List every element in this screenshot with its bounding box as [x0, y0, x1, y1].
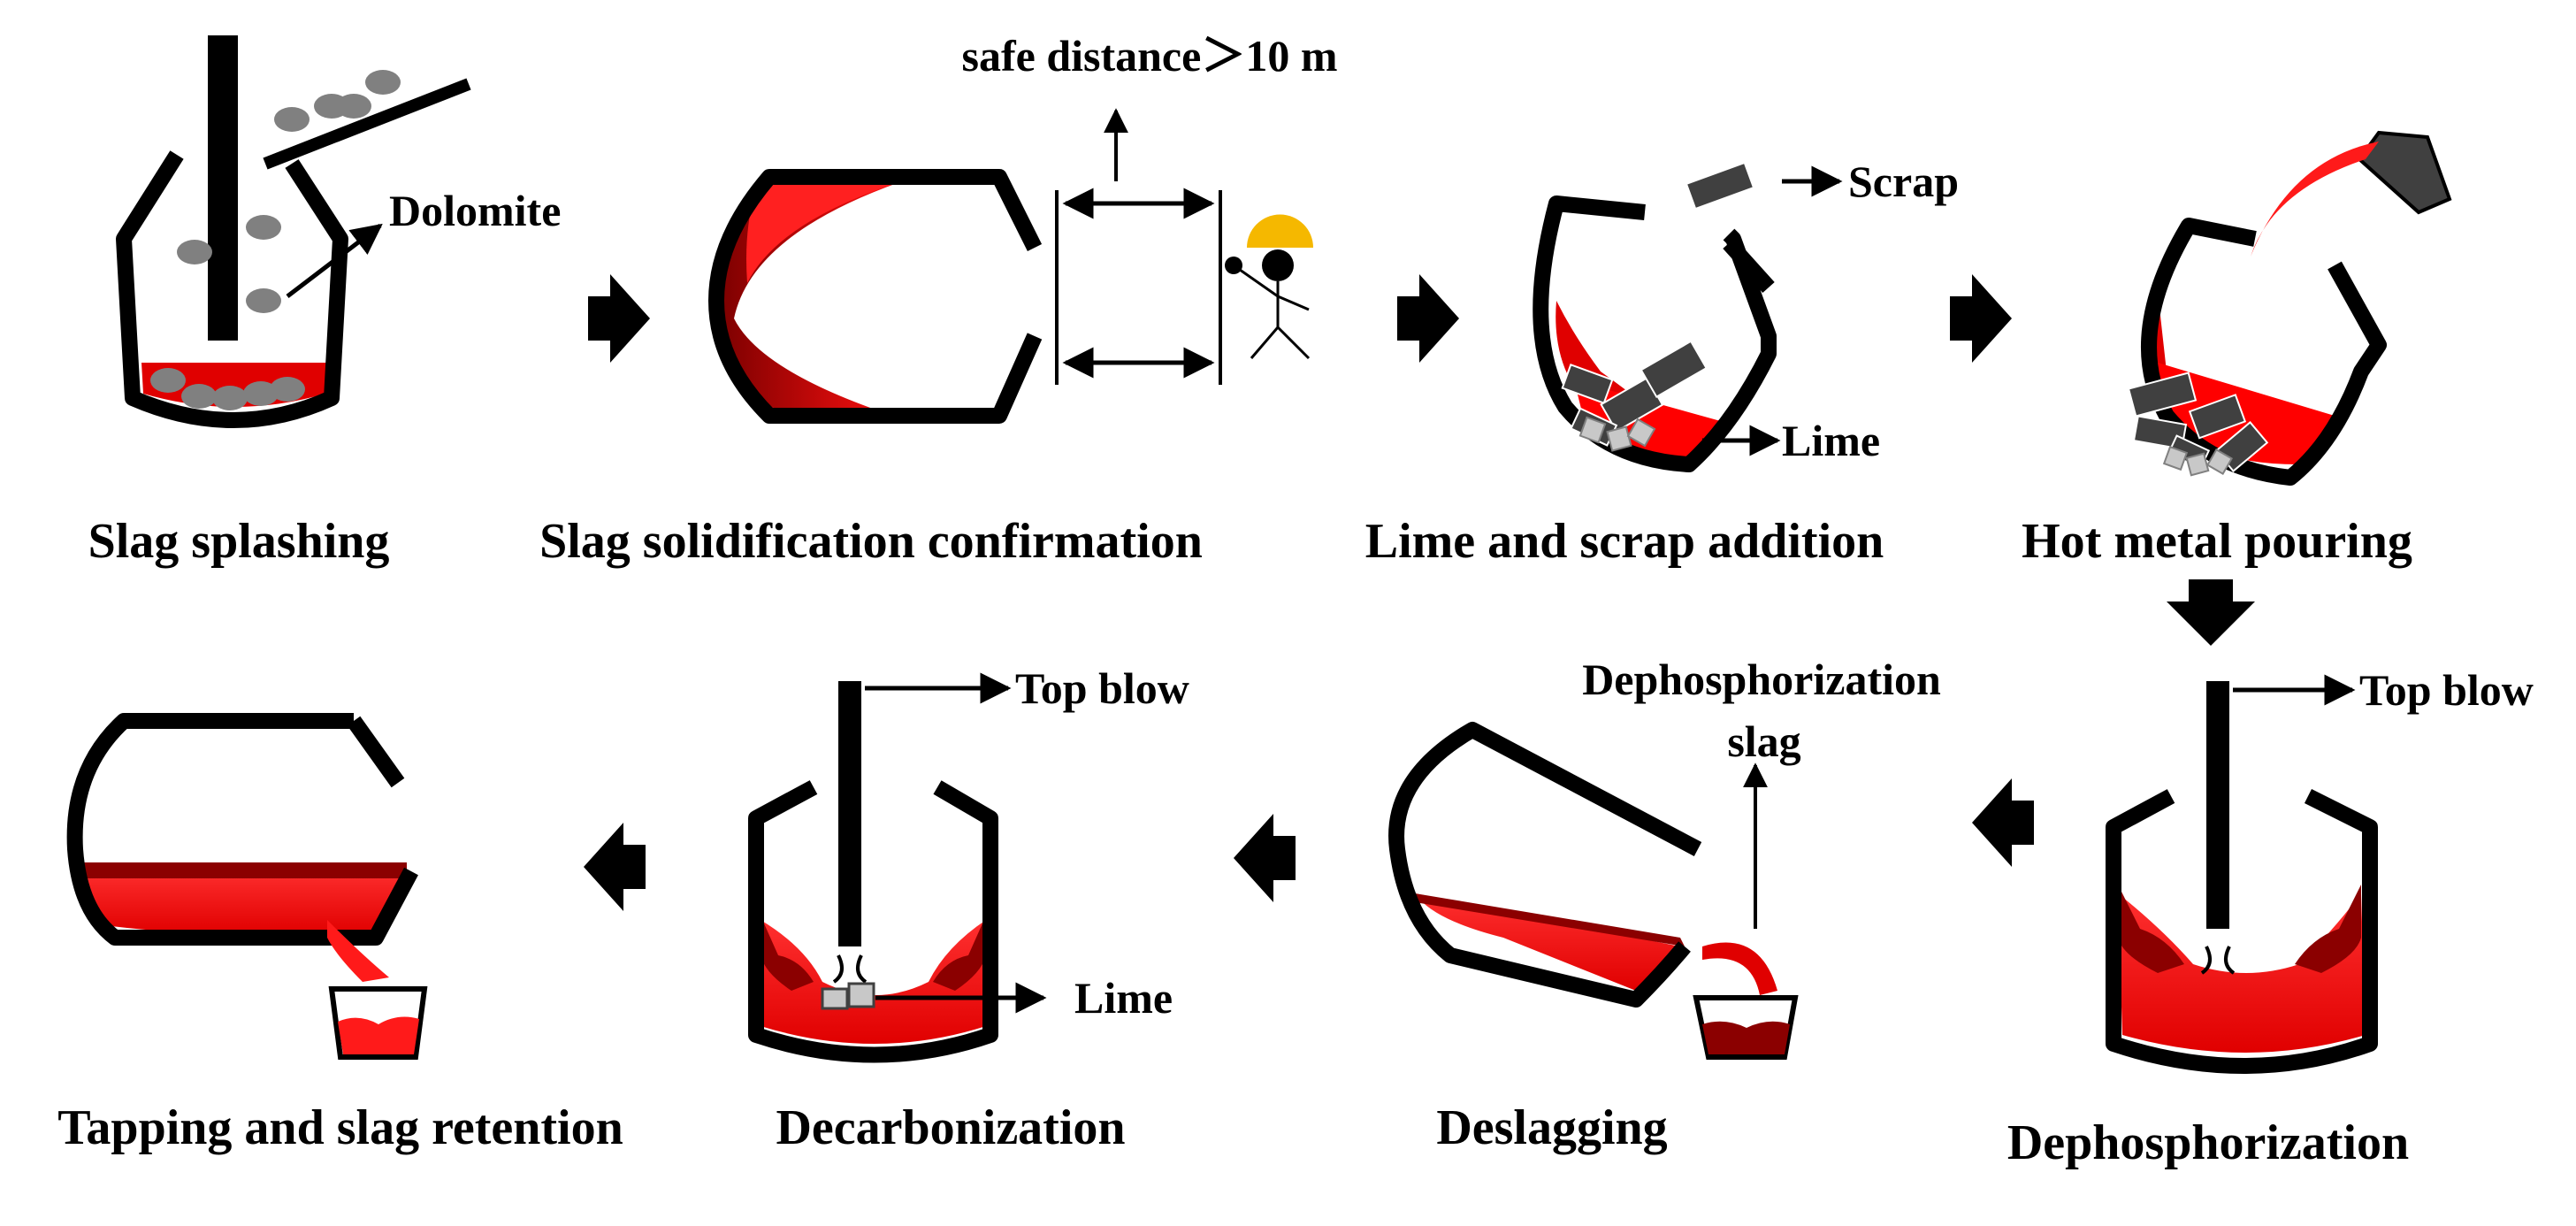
vessel-body	[1388, 722, 1702, 1008]
oxygen-jet	[2200, 946, 2236, 975]
lance	[2206, 681, 2229, 929]
lance	[838, 681, 861, 946]
step-label-slag-solidification: Slag solidification confirmation	[539, 514, 1203, 569]
slag-layer	[2295, 885, 2361, 973]
safe-distance-label: safe distance＞10 m	[962, 31, 1338, 80]
feed-chute	[263, 78, 471, 170]
pour-stream	[1702, 942, 1777, 995]
vessel-body	[2141, 218, 2387, 486]
dolomite-particles	[150, 70, 401, 410]
dephos-slag-label-2: slag	[1727, 716, 1800, 766]
scrap-pieces	[1561, 161, 1755, 447]
flow-arrow-left	[1234, 814, 1296, 902]
steel-ladle-fill	[338, 1016, 419, 1054]
vessel-body	[2106, 788, 2378, 1074]
oxygen-jet	[832, 954, 868, 984]
vessel-body	[66, 713, 418, 946]
slag-layer	[84, 862, 407, 878]
step-label-lime-scrap: Lime and scrap addition	[1365, 514, 1884, 569]
lime-label: Lime	[1074, 973, 1173, 1023]
step-tapping-slag-retention: Tapping and slag retention	[57, 713, 623, 1155]
slag-layer	[2118, 885, 2184, 973]
lime-label: Lime	[1782, 416, 1880, 465]
step-decarbonization: Top blow Lime Decarbonization	[748, 663, 1189, 1155]
top-blow-label: Top blow	[1015, 663, 1189, 713]
flow-arrow	[588, 274, 650, 363]
worker-figure	[1225, 214, 1313, 360]
slag-layer	[761, 916, 814, 991]
lime-pieces	[821, 982, 875, 1010]
lance	[208, 35, 238, 341]
lime-pieces	[2162, 445, 2234, 477]
molten-bath	[761, 920, 986, 1044]
scrap-label: Scrap	[1848, 157, 1959, 206]
step-label-tapping: Tapping and slag retention	[57, 1100, 623, 1155]
molten-bath	[2118, 893, 2366, 1053]
step-label-slag-splashing: Slag splashing	[88, 514, 390, 569]
vessel-body	[748, 780, 998, 1063]
step-slag-splashing: Dolomite Slag splashing	[88, 35, 561, 569]
vessel-body	[708, 169, 1043, 424]
step-label-deslagging: Deslagging	[1436, 1100, 1667, 1155]
slag-layer	[933, 916, 986, 991]
step-slag-solidification: safe distance＞10 m Slag solidification c…	[539, 31, 1337, 569]
top-blow-label: Top blow	[2359, 665, 2534, 715]
dolomite-label: Dolomite	[389, 186, 561, 235]
dephos-slag-label-1: Dephosphorization	[1582, 655, 1941, 704]
step-label-decarbonization: Decarbonization	[776, 1100, 1125, 1155]
step-label-hot-metal: Hot metal pouring	[2022, 514, 2412, 569]
flow-arrow	[1397, 274, 1459, 363]
flow-arrow	[1950, 274, 2012, 363]
step-lime-scrap-addition: Scrap Lime Lime and scrap addition	[1365, 157, 1959, 569]
vessel-body	[116, 150, 348, 428]
step-hot-metal-pouring: Hot metal pouring	[2022, 130, 2452, 569]
helmet-icon	[1247, 214, 1313, 248]
solidified-slag-light	[746, 177, 902, 283]
pour-stream	[2251, 142, 2379, 257]
step-dephosphorization: Top blow Dephosphorization	[2007, 665, 2534, 1170]
step-deslagging: Dephosphorization slag Deslagging	[1388, 655, 1941, 1155]
tap-stream	[327, 920, 389, 982]
vessel-lip	[1723, 237, 1775, 294]
molten-bath	[84, 867, 407, 935]
flow-arrow-left	[584, 823, 646, 911]
slag-pot-fill	[1702, 1021, 1790, 1054]
flow-arrow-left	[1972, 778, 2034, 867]
flow-arrow-down	[2167, 579, 2255, 646]
dolomite-arrow	[286, 223, 383, 298]
lime-pieces	[1578, 416, 1656, 452]
step-label-dephosphorization: Dephosphorization	[2007, 1115, 2409, 1170]
slag-layer	[1415, 893, 1685, 946]
molten-bath	[1415, 893, 1680, 991]
ladle	[2357, 130, 2452, 215]
